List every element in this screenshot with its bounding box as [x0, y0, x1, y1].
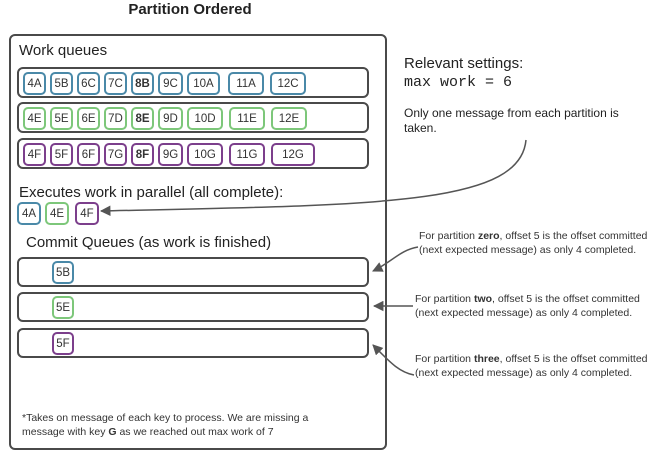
queue-chip: 5F	[50, 143, 73, 166]
commit-queues-label: Commit Queues (as work is finished)	[26, 234, 272, 251]
work-queue-row-e: 4E 5E 6E 7D 8E 9D 10D 11E 12E	[17, 102, 369, 133]
note-text: For partition	[415, 293, 474, 305]
settings-code: max work = 6	[404, 74, 513, 91]
note-text-end: , offset 5 is the offset committed (next…	[419, 230, 648, 256]
queue-chip: 11A	[228, 72, 264, 95]
queue-chip: 10A	[187, 72, 220, 95]
queue-chip: 12G	[271, 143, 315, 166]
commit-queue-row-zero: 5B	[17, 257, 369, 287]
queue-chip: 8E	[131, 107, 154, 130]
commit-chip: 5F	[52, 332, 74, 355]
note-text-end: , offset 5 is the offset committed (next…	[415, 353, 648, 379]
queue-chip: 5B	[50, 72, 73, 95]
note-partition: zero	[477, 230, 500, 242]
queue-chip: 6C	[77, 72, 100, 95]
queue-chip: 12C	[270, 72, 306, 95]
note-text: For partition	[419, 230, 478, 242]
footnote-text: *Takes on message of each key to process…	[22, 412, 309, 438]
queue-chip: 6E	[77, 107, 100, 130]
queue-chip: 5E	[50, 107, 73, 130]
queue-chip: 10G	[187, 143, 223, 166]
note-text-end: , offset 5 is the offset committed (next…	[415, 293, 640, 319]
queue-chip: 7G	[104, 143, 127, 166]
queue-chip: 4E	[23, 107, 46, 130]
parallel-chips: 4A 4E 4F	[17, 200, 107, 226]
queue-chip: 12E	[271, 107, 307, 130]
work-queue-row-f: 4F 5F 6F 7G 8F 9G 10G 11G 12G	[17, 138, 369, 169]
commit-chip: 5E	[52, 296, 74, 319]
footnote: *Takes on message of each key to process…	[22, 411, 342, 439]
commit-queue-row-two: 5E	[17, 292, 369, 322]
parallel-chip: 4F	[75, 202, 99, 225]
parallel-chip: 4E	[45, 202, 69, 225]
parallel-label: Executes work in parallel (all complete)…	[19, 184, 284, 201]
queue-chip: 8B	[131, 72, 154, 95]
queue-chip: 4A	[23, 72, 46, 95]
queue-chip: 7C	[104, 72, 127, 95]
footnote-text-end: as we reached out max work of 7	[116, 426, 274, 438]
settings-heading: Relevant settings:	[404, 55, 524, 72]
note-zero-arrow	[372, 246, 419, 272]
note-three-arrow	[372, 344, 415, 376]
work-queues-label: Work queues	[19, 42, 108, 59]
commit-queue-row-three: 5F	[17, 328, 369, 358]
parallel-chip: 4A	[17, 202, 41, 225]
note-partition: two	[473, 293, 493, 305]
note-partition-zero: For partition zero, offset 5 is the offs…	[419, 229, 659, 257]
settings-description: Only one message from each partition is …	[404, 106, 619, 135]
queue-chip: 6F	[77, 143, 100, 166]
note-partition-three: For partition three, offset 5 is the off…	[415, 352, 655, 380]
queue-chip: 11E	[229, 107, 265, 130]
queue-chip: 10D	[187, 107, 223, 130]
queue-chip: 9D	[158, 107, 183, 130]
commit-chip: 5B	[52, 261, 74, 284]
queue-chip: 9G	[158, 143, 183, 166]
work-queue-row-a: 4A 5B 6C 7C 8B 9C 10A 11A 12C	[17, 67, 369, 98]
queue-chip: 9C	[158, 72, 183, 95]
note-partition: three	[473, 353, 500, 365]
queue-chip: 11G	[229, 143, 265, 166]
partition-frame	[9, 34, 387, 450]
footnote-key: G	[108, 426, 117, 438]
queue-chip: 8F	[131, 143, 154, 166]
note-text: For partition	[415, 353, 474, 365]
settings-arrow	[99, 139, 527, 217]
queue-chip: 4F	[23, 143, 46, 166]
diagram-title: Partition Ordered	[128, 1, 252, 18]
note-partition-two: For partition two, offset 5 is the offse…	[415, 292, 660, 320]
queue-chip: 7D	[104, 107, 127, 130]
